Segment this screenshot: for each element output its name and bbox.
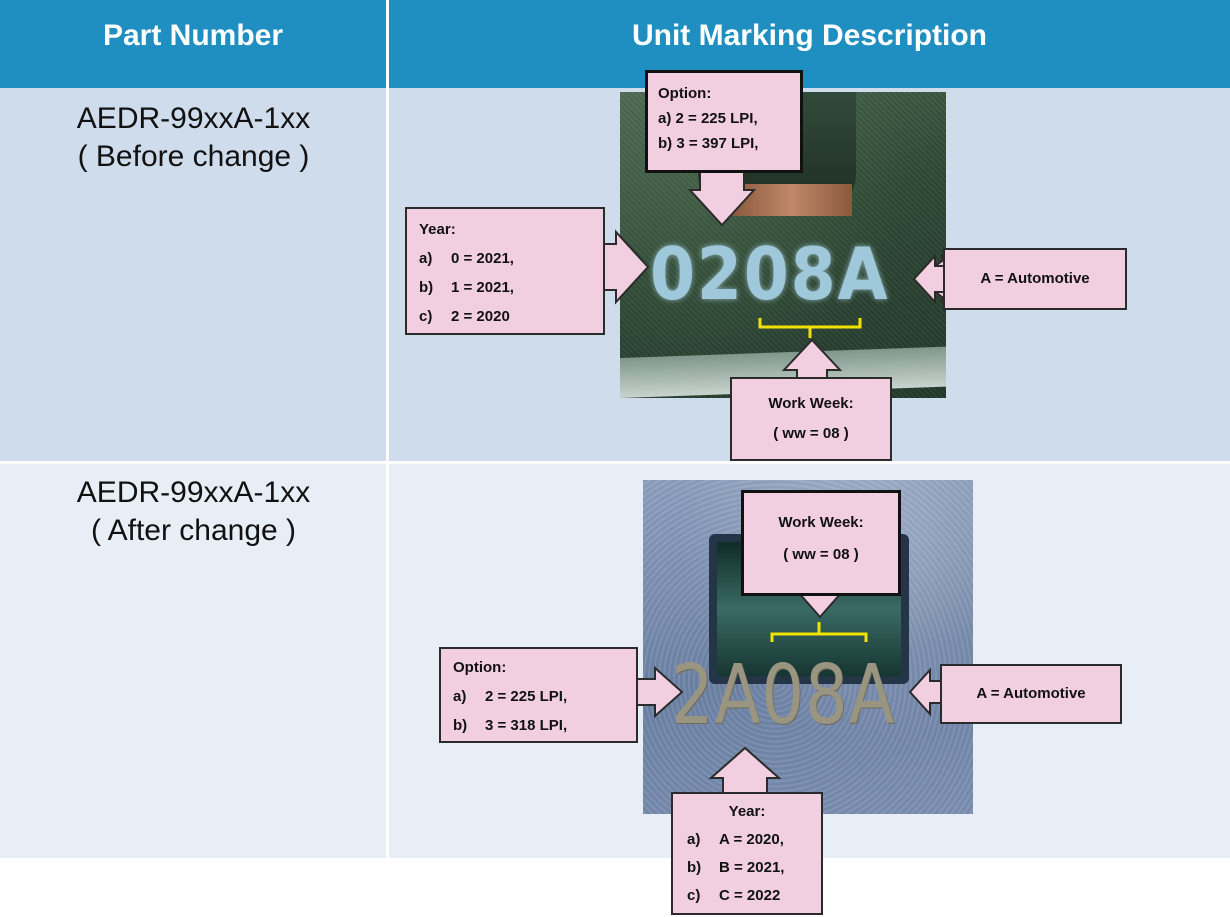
arrow-left-icon: [908, 667, 942, 717]
option-item-value: 2 = 225 LPI,: [485, 688, 568, 705]
option-callout: Option: a) 2 = 225 LPI, b) 3 = 397 LPI,: [645, 70, 803, 173]
year-callout: Year: a) 0 = 2021, b) 1 = 2021, c) 2 = 2020: [405, 207, 605, 335]
arrow-up-icon: [781, 338, 843, 379]
year-item-letter: c): [419, 308, 433, 325]
year-item-value: 1 = 2021,: [451, 279, 514, 296]
year-item-letter: c): [687, 887, 701, 904]
automotive-callout: A = Automotive: [943, 248, 1127, 310]
option-line: a) 2 = 225 LPI,: [658, 110, 758, 127]
row2-part-number: AEDR-99xxA-1xx ( After change ): [0, 474, 387, 550]
work-week-callout: Work Week: ( ww = 08 ): [741, 490, 901, 596]
option-item-letter: a): [453, 688, 467, 705]
year-item: c) 2 = 2020: [419, 302, 591, 331]
chip-marking: 0208A: [650, 232, 890, 316]
year-item-letter: a): [419, 250, 433, 267]
header-part-number: Part Number: [0, 0, 386, 88]
year-item-letter: a): [687, 831, 701, 848]
part-number-text: AEDR-99xxA-1xx: [76, 476, 311, 509]
year-title: Year:: [728, 803, 766, 820]
option-item-letter: b): [453, 717, 468, 734]
year-item-value: 2 = 2020: [451, 308, 510, 325]
arrow-right-icon: [636, 665, 684, 719]
option-item: b) 3 = 318 LPI,: [453, 711, 624, 740]
year-callout: Year: a) A = 2020, b) B = 2021, c) C = 2022: [671, 792, 823, 915]
year-item: b) B = 2021,: [687, 854, 807, 882]
chip-marking: 2A08A: [671, 648, 896, 743]
arrow-down-icon: [687, 169, 757, 227]
year-item: c) C = 2022: [687, 882, 807, 910]
part-change-note: ( After change ): [90, 514, 297, 547]
option-callout: Option: a) 2 = 225 LPI, b) 3 = 318 LPI,: [439, 647, 638, 743]
year-item-letter: b): [687, 859, 702, 876]
option-title: Option:: [453, 659, 507, 676]
part-number-text: AEDR-99xxA-1xx: [76, 102, 311, 135]
row1-part-cell: [0, 88, 386, 462]
work-week-title: Work Week:: [768, 395, 854, 412]
option-line: b) 3 = 397 LPI,: [658, 135, 759, 152]
work-week-bracket: [758, 318, 862, 329]
header-unit-marking-description: Unit Marking Description: [389, 0, 1230, 88]
option-title: Option:: [658, 85, 712, 102]
work-week-title: Work Week:: [778, 514, 864, 531]
year-item-value: B = 2021,: [719, 859, 785, 876]
row1-part-number: AEDR-99xxA-1xx ( Before change ): [0, 100, 387, 176]
work-week-value: ( ww = 08 ): [783, 546, 859, 563]
arrow-up-icon: [708, 746, 782, 794]
year-item-value: C = 2022: [719, 887, 781, 904]
year-item-letter: b): [419, 279, 434, 296]
arrow-right-icon: [602, 229, 650, 305]
row2-part-cell: [0, 464, 386, 858]
part-change-note: ( Before change ): [77, 140, 310, 173]
option-item: a) 2 = 225 LPI,: [453, 682, 624, 711]
work-week-bracket: [770, 632, 868, 642]
option-item-value: 3 = 318 LPI,: [485, 717, 568, 734]
year-item: b) 1 = 2021,: [419, 273, 591, 302]
year-item: a) 0 = 2021,: [419, 244, 591, 273]
year-item-value: A = 2020,: [719, 831, 784, 848]
row-divider: [0, 461, 1230, 464]
work-week-value: ( ww = 08 ): [773, 425, 849, 442]
work-week-callout: Work Week: ( ww = 08 ): [730, 377, 892, 461]
column-divider: [386, 0, 389, 858]
year-title: Year:: [419, 221, 456, 238]
year-item-value: 0 = 2021,: [451, 250, 514, 267]
automotive-callout: A = Automotive: [940, 664, 1122, 724]
year-item: a) A = 2020,: [687, 826, 807, 854]
